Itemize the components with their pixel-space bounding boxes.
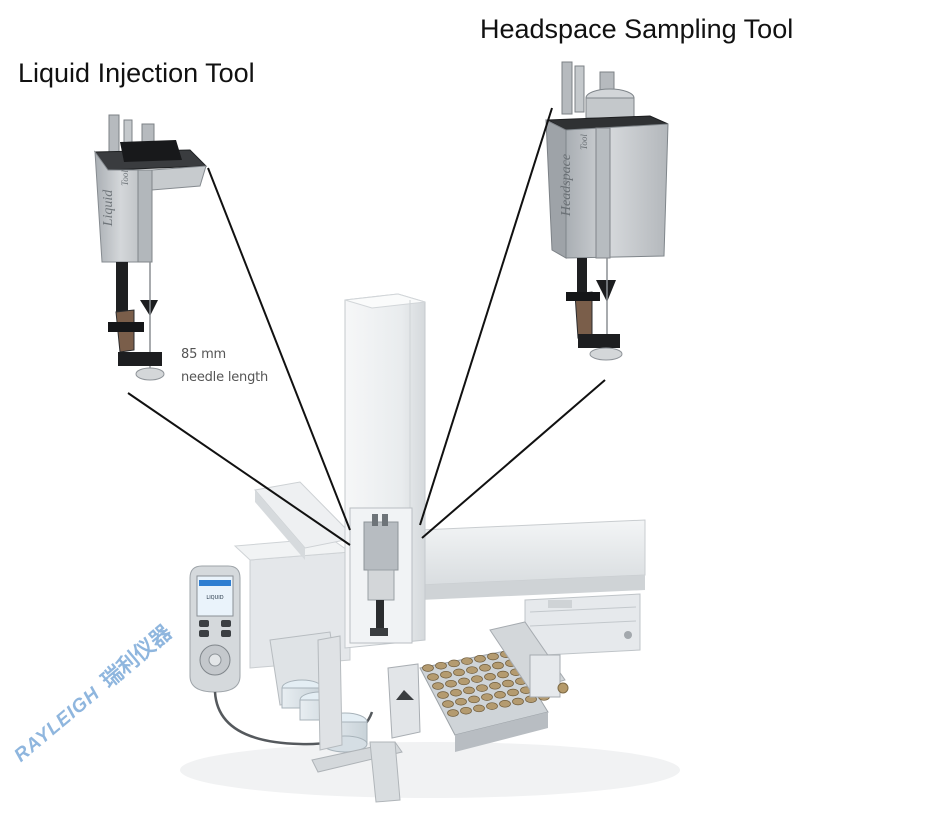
vial-cap	[458, 677, 470, 686]
vial-cap	[492, 661, 504, 670]
liquid-tool-sub-text: Tool	[120, 170, 130, 186]
liquid-tool-brand-text: Liquid	[101, 189, 116, 228]
vial-cap	[489, 682, 501, 690]
needle-length-value: 85 mm	[181, 347, 227, 362]
vial-cap	[422, 664, 434, 672]
vial-cap	[427, 673, 439, 681]
tower	[344, 293, 426, 649]
vial-cap	[460, 706, 472, 715]
vial-cap	[484, 673, 496, 681]
vial-cap	[447, 709, 459, 717]
liquid-injection-tool: Liquid Tool	[94, 114, 208, 381]
vial-cap	[512, 697, 524, 706]
vial-cap	[474, 655, 486, 663]
vial-cap	[448, 659, 460, 668]
headspace-callout-line-upper	[419, 107, 553, 526]
vial-cap	[461, 657, 473, 665]
vial-cap	[435, 661, 447, 670]
vial-cap	[440, 670, 452, 679]
vial-cap	[494, 691, 506, 699]
vial-cap	[463, 686, 475, 695]
headspace-tool-brand-text: Headspace	[559, 154, 574, 217]
floor-shadow	[180, 742, 680, 798]
vial-cap	[507, 688, 519, 697]
vial-cap	[497, 670, 509, 679]
vial-cap	[437, 691, 449, 699]
headspace-tool-sub-text: Tool	[579, 134, 589, 150]
vial-cap	[445, 679, 457, 688]
headspace-callout-line-lower	[421, 379, 606, 539]
callout-lines	[127, 107, 606, 546]
liquid-callout-line-upper	[207, 167, 351, 531]
liquid-injection-tool-title: Liquid Injection Tool	[18, 58, 255, 88]
liquid-callout-line-lower	[127, 392, 351, 546]
autosampler-instrument: LIQUID	[180, 293, 680, 803]
vial-cap	[476, 684, 488, 692]
handheld-terminal: LIQUID	[189, 565, 374, 746]
vial-cap	[486, 702, 498, 710]
vial-cap	[481, 693, 493, 701]
needle-length-caption: needle length	[181, 370, 269, 385]
headspace-sampling-tool: Headspace Tool	[545, 61, 669, 361]
vial-cap	[450, 688, 462, 697]
vial-cap	[455, 697, 467, 706]
vial-cap	[502, 679, 514, 688]
vial-cap	[473, 704, 485, 713]
vial-cap	[487, 652, 499, 661]
vial-cap	[499, 700, 511, 708]
terminal-screen-text: LIQUID	[206, 595, 223, 601]
vial-cap	[432, 682, 444, 690]
vial-cap	[471, 675, 483, 683]
vial-cap	[466, 666, 478, 674]
sample-tray	[387, 648, 550, 752]
module-stack	[524, 593, 641, 657]
headspace-sampling-tool-title: Headspace Sampling Tool	[480, 14, 794, 44]
vial-cap	[479, 664, 491, 672]
vial-cap	[442, 700, 454, 708]
vial-cap	[468, 695, 480, 704]
vial-cap	[453, 668, 465, 677]
tray-holder	[489, 621, 569, 698]
stand-leg	[311, 635, 403, 803]
